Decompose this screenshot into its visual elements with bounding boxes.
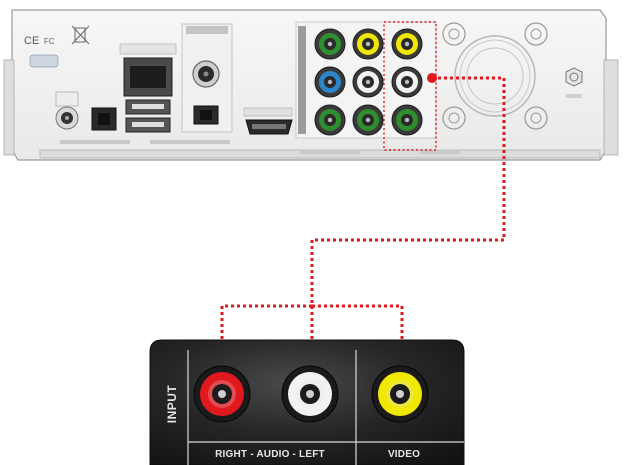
ground-terminal bbox=[565, 67, 583, 98]
tv-jack-video-icon bbox=[371, 365, 429, 423]
box-jack-video-icon bbox=[391, 28, 423, 60]
box-jack-audio-right-icon bbox=[391, 66, 423, 98]
certification-marks: CE FC bbox=[24, 25, 90, 68]
ce-mark: CE bbox=[24, 35, 39, 47]
set-top-box-rear-panel: CE FC bbox=[3, 9, 619, 161]
box-jack-audio-icon bbox=[352, 28, 384, 60]
box-jack-pr-icon bbox=[314, 104, 346, 136]
box-rca-jacks bbox=[314, 28, 423, 136]
box-jack-aux2-icon bbox=[391, 104, 423, 136]
box-left-foot bbox=[3, 59, 15, 156]
weee-bin-icon bbox=[71, 25, 90, 45]
box-jack-audio-left-icon bbox=[352, 66, 384, 98]
power-jack bbox=[55, 91, 79, 130]
audio-label: RIGHT - AUDIO - LEFT bbox=[215, 449, 325, 460]
box-right-foot bbox=[603, 59, 619, 156]
tv-rca-jacks bbox=[193, 365, 429, 423]
silkscreen-bar bbox=[420, 150, 460, 154]
network-usb-stack bbox=[119, 43, 177, 133]
input-label: INPUT bbox=[165, 385, 179, 424]
svideo-column bbox=[181, 23, 233, 133]
box-jack-pb-icon bbox=[314, 66, 346, 98]
optical-port bbox=[91, 107, 117, 131]
box-jack-aux-icon bbox=[352, 104, 384, 136]
tv-jack-audio-right-icon bbox=[193, 365, 251, 423]
fc-mark: FC bbox=[44, 37, 55, 46]
box-jack-y-icon bbox=[314, 28, 346, 60]
silkscreen-bar bbox=[60, 140, 130, 144]
dolby-logo-icon bbox=[29, 54, 59, 68]
silkscreen-bar bbox=[300, 150, 360, 154]
wire-start-dot bbox=[427, 73, 437, 83]
silkscreen-bar bbox=[150, 140, 230, 144]
video-label: VIDEO bbox=[388, 449, 420, 460]
hdmi-port bbox=[243, 107, 293, 135]
tv-jack-audio-left-icon bbox=[281, 365, 339, 423]
fan-grille bbox=[442, 22, 548, 130]
